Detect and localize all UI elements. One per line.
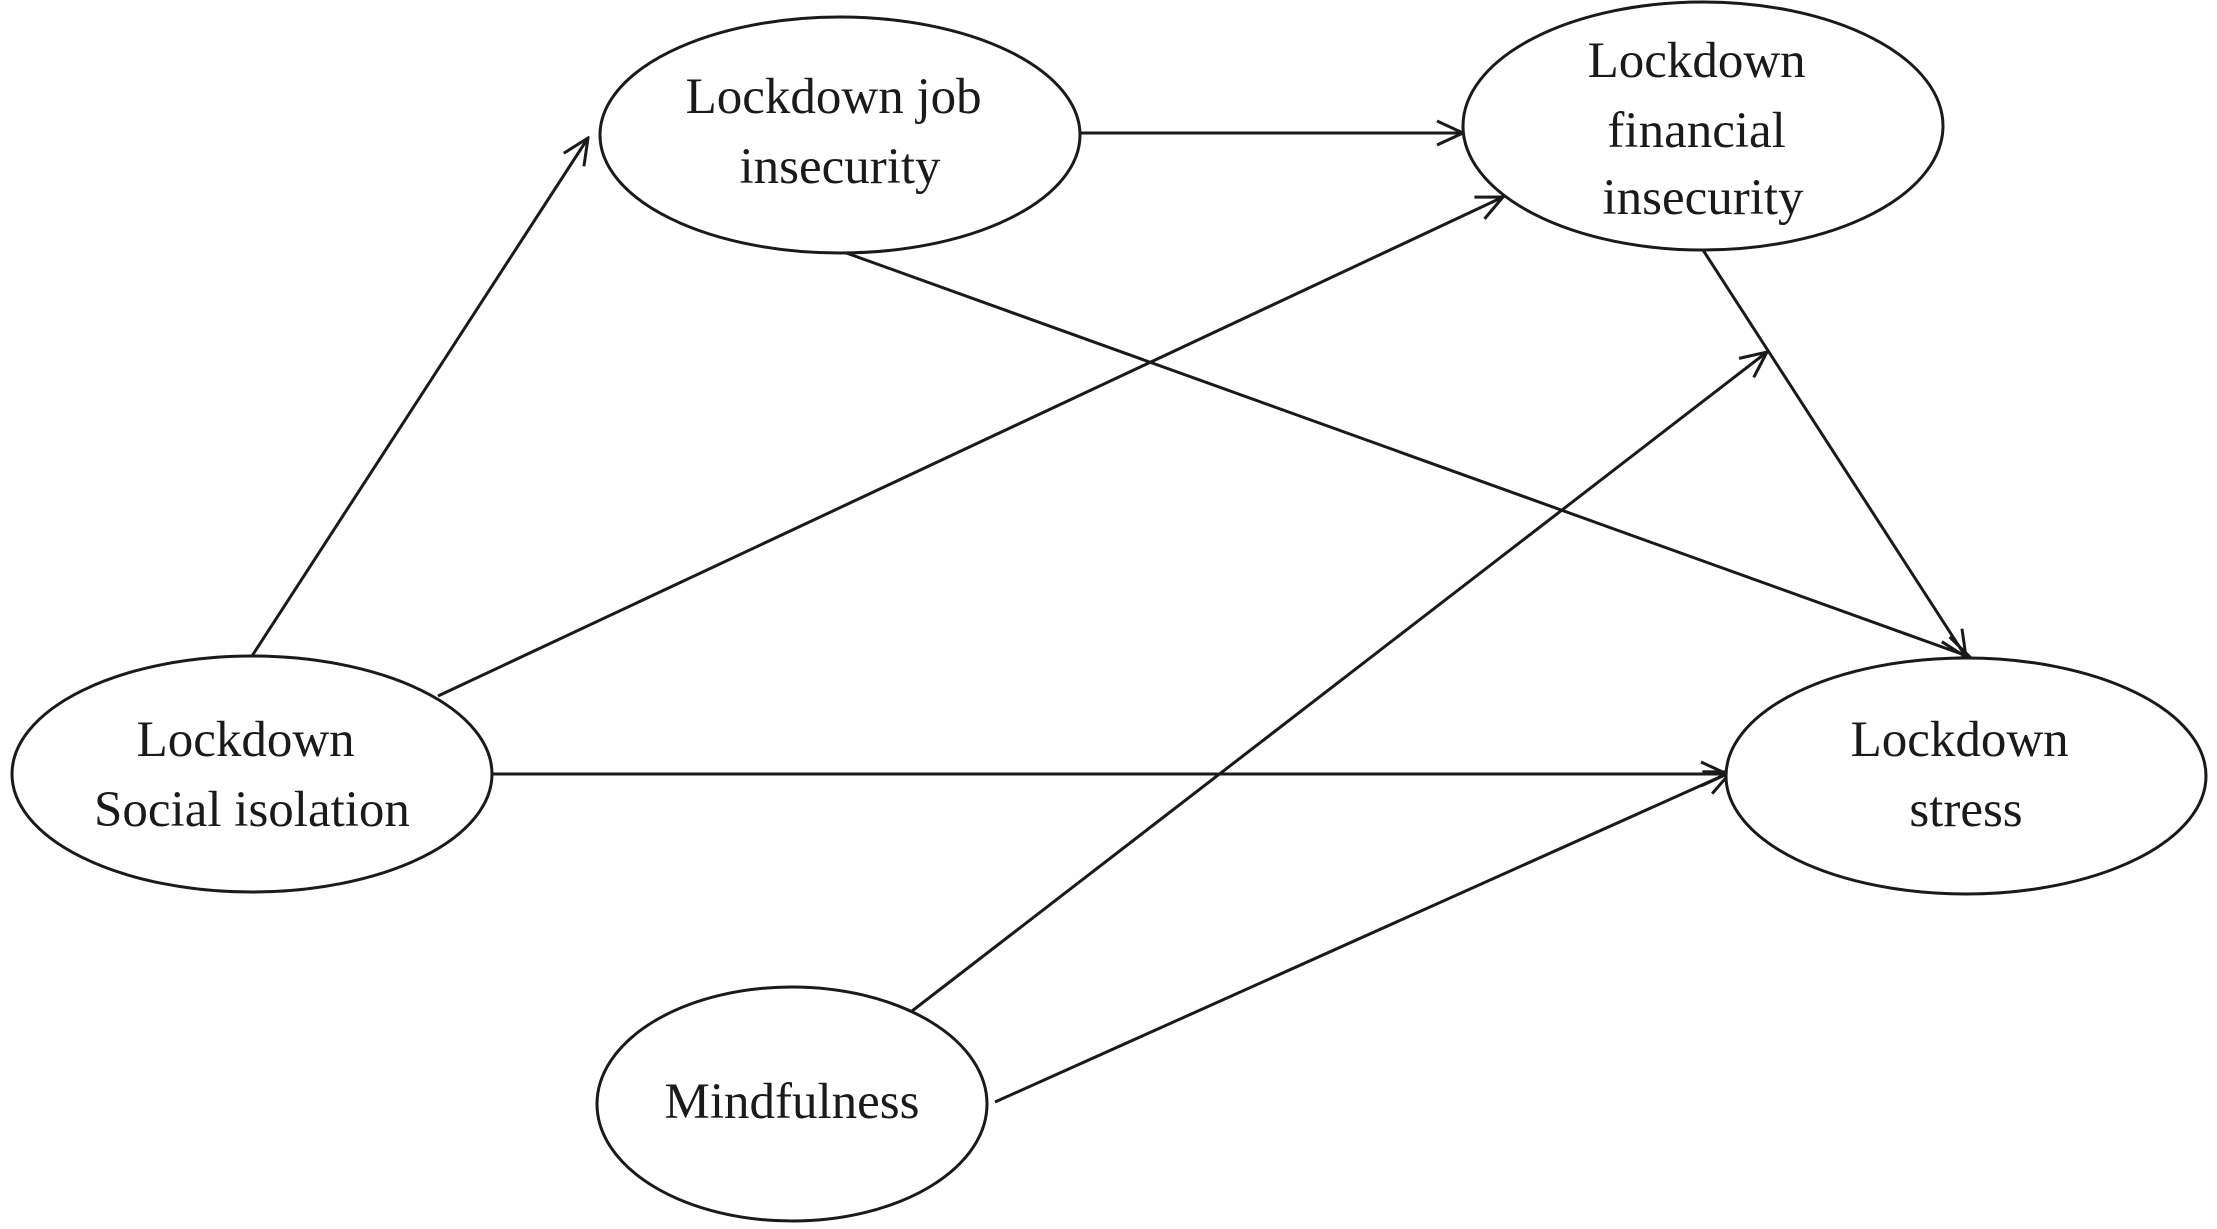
node-mindfulness-line-1: Mindfulness	[665, 1074, 920, 1130]
edge-financial-insecurity-to-stress	[1701, 249, 1966, 657]
node-stress-label: Lockdown stress	[1851, 712, 2082, 838]
edge-mindfulness-moderates-financial-to-stress	[911, 352, 1767, 1013]
edge-job-insecurity-to-stress	[837, 248, 1970, 657]
node-mindfulness-label: Mindfulness	[665, 1074, 920, 1130]
edge-mindfulness-to-stress	[994, 772, 1731, 1104]
node-financial-insecurity-line-3: insecurity	[1602, 170, 1804, 226]
node-stress-line-1: Lockdown	[1851, 712, 2069, 768]
node-job-insecurity-label: Lockdown job insecurity	[686, 69, 995, 195]
node-job-insecurity-ellipse	[598, 15, 1082, 255]
node-financial-insecurity-line-2: financial	[1607, 103, 1785, 159]
node-job-insecurity: Lockdown job insecurity	[598, 15, 1082, 255]
node-financial-insecurity-label: Lockdown financial insecurity	[1588, 33, 1819, 226]
node-social-isolation-line-1: Lockdown	[137, 712, 355, 768]
node-stress: Lockdown stress	[1724, 656, 2208, 896]
node-stress-line-2: stress	[1909, 782, 2022, 838]
node-social-isolation-ellipse	[10, 654, 494, 894]
edge-social-isolation-to-job-insecurity	[250, 138, 588, 657]
node-job-insecurity-line-2: insecurity	[739, 139, 941, 195]
node-social-isolation-line-2: Social isolation	[94, 782, 410, 838]
node-job-insecurity-line-1: Lockdown job	[686, 69, 982, 125]
node-mindfulness: Mindfulness	[595, 985, 989, 1223]
edge-social-isolation-to-financial-insecurity	[437, 197, 1503, 698]
node-financial-insecurity-ellipse	[1461, 0, 1945, 252]
node-financial-insecurity: Lockdown financial insecurity	[1461, 0, 1945, 252]
node-social-isolation: Lockdown Social isolation	[10, 654, 494, 894]
node-social-isolation-label: Lockdown Social isolation	[94, 712, 410, 838]
node-financial-insecurity-line-1: Lockdown	[1588, 33, 1806, 89]
node-mindfulness-ellipse	[595, 985, 989, 1223]
node-stress-ellipse	[1724, 656, 2208, 896]
edges	[250, 133, 1970, 1104]
